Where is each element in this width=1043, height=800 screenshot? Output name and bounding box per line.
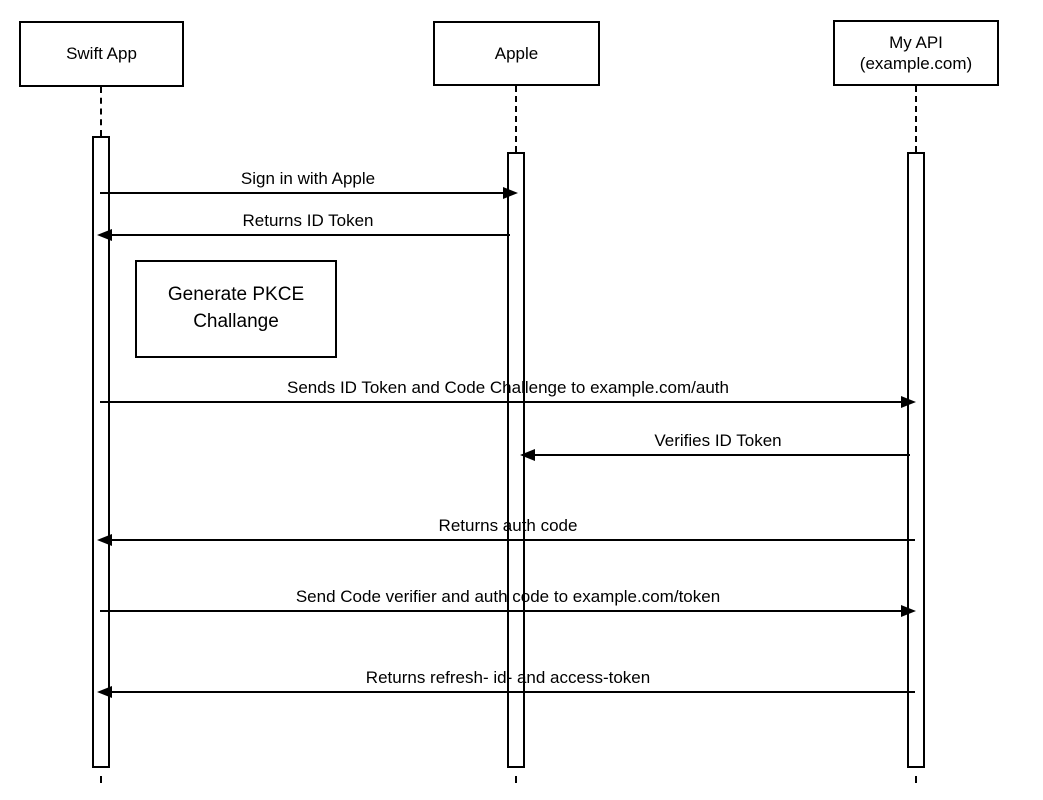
arrowhead-left-icon <box>97 534 112 546</box>
actor-my-api: My API (example.com) <box>833 20 999 86</box>
lifeline-tail-swift-app <box>100 776 102 783</box>
message-line-returns-tokens <box>112 691 915 693</box>
lifeline-tail-apple <box>515 776 517 783</box>
lifeline-apple <box>515 86 517 152</box>
actor-apple-label: Apple <box>494 43 539 63</box>
message-label-returns-tokens: Returns refresh- id- and access-token <box>365 668 651 687</box>
message-label-verifies-id-token: Verifies ID Token <box>654 431 782 450</box>
lifeline-swift-app <box>100 87 102 136</box>
actor-swift-app: Swift App <box>19 21 184 87</box>
message-label-send-code-verifier: Send Code verifier and auth code to exam… <box>295 587 721 606</box>
arrowhead-left-icon <box>97 686 112 698</box>
arrowhead-left-icon <box>520 449 535 461</box>
message-line-sends-id-token-code-challenge <box>100 401 902 403</box>
message-label-returns-id-token: Returns ID Token <box>242 211 374 230</box>
note-generate-pkce-challange: Generate PKCE Challange <box>135 260 337 358</box>
message-label-sign-in-with-apple: Sign in with Apple <box>240 169 376 188</box>
message-line-verifies-id-token <box>535 454 910 456</box>
message-line-send-code-verifier <box>100 610 902 612</box>
lifeline-my-api <box>915 86 917 152</box>
actor-swift-app-label: Swift App <box>66 44 137 64</box>
note-line-1: Generate PKCE <box>167 284 305 306</box>
arrowhead-right-icon <box>901 396 916 408</box>
arrowhead-right-icon <box>901 605 916 617</box>
actor-my-api-label: My API <box>889 32 943 52</box>
actor-my-api-sublabel: (example.com) <box>859 54 973 73</box>
note-line-2: Challange <box>193 311 279 332</box>
message-label-sends-id-token-code-challenge: Sends ID Token and Code Challenge to exa… <box>287 378 729 397</box>
arrowhead-left-icon <box>97 229 112 241</box>
message-line-sign-in-with-apple <box>100 192 504 194</box>
message-line-returns-id-token <box>112 234 510 236</box>
message-line-returns-auth-code <box>112 539 915 541</box>
lifeline-tail-my-api <box>915 776 917 783</box>
activation-my-api <box>907 152 925 768</box>
arrowhead-right-icon <box>503 187 518 199</box>
actor-apple: Apple <box>433 21 600 86</box>
message-label-returns-auth-code: Returns auth code <box>438 516 578 535</box>
